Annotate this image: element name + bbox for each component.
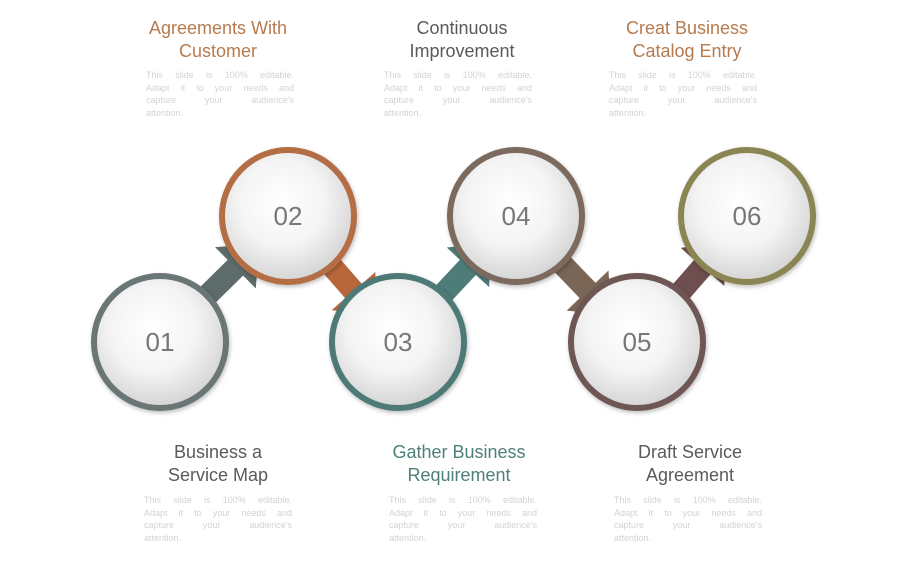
step-04-title: Continuous Improvement [372,17,552,63]
step-ring [329,273,467,411]
step-05-desc-line: attention. [614,532,652,543]
step-06-number: 06 [733,201,762,231]
step-06-desc-line: This slide is 100% editable. [609,70,757,80]
step-05-desc-line: capture your audience's [614,520,762,530]
step-04-desc-line: This slide is 100% editable. [384,70,532,80]
step-ring [219,147,357,285]
step-03-title: Gather Business Requirement [369,441,549,487]
step-02-description: This slide is 100% editable. Adapt it to… [146,69,294,119]
step-06-circle: 06 [678,147,816,285]
step-ring [568,273,706,411]
step-01-title-line1: Business a [173,442,263,462]
step-02-desc-line: capture your audience's [146,95,294,105]
step-02-desc-line: attention. [146,107,184,118]
step-06-title-line2: Catalog Entry [632,41,742,61]
step-03-desc-line: Adapt it to your needs and [389,507,537,518]
step-03-number: 03 [384,327,413,357]
step-ring [91,273,229,411]
step-04-desc-line: attention. [384,107,422,118]
step-04-title-line2: Improvement [409,41,515,61]
step-05-title-line1: Draft Service [637,442,743,462]
step-03-desc-line: capture your audience's [389,520,537,530]
step-02-desc-line: Adapt it to your needs and [146,82,294,93]
step-05-title-line2: Agreement [645,465,735,485]
step-02-title-line2: Customer [178,41,258,61]
step-04-title-line1: Continuous [416,18,508,38]
step-01-title: Business a Service Map [128,441,308,487]
step-04-description: This slide is 100% editable. Adapt it to… [384,69,532,119]
step-ring [447,147,585,285]
step-01-desc-line: attention. [144,532,182,543]
step-ring [678,147,816,285]
step-04-circle: 04 [447,147,585,285]
step-05-title: Draft Service Agreement [600,441,780,487]
step-02-title: Agreements With Customer [128,17,308,63]
step-02-number: 02 [274,201,303,231]
step-03-title-line1: Gather Business [392,442,526,462]
step-04-desc-line: capture your audience's [384,95,532,105]
step-02-desc-line: This slide is 100% editable. [146,70,294,80]
step-05-circle: 05 [568,273,706,411]
step-03-circle: 03 [329,273,467,411]
step-01-desc-line: This slide is 100% editable. [144,495,292,505]
step-04-desc-line: Adapt it to your needs and [384,82,532,93]
circle-layer: 01 02 03 04 05 06 [91,147,816,411]
step-02-circle: 02 [219,147,357,285]
step-05-number: 05 [623,327,652,357]
step-06-description: This slide is 100% editable. Adapt it to… [609,69,757,119]
step-05-desc-line: This slide is 100% editable. [614,495,762,505]
step-06-title: Creat Business Catalog Entry [597,17,777,63]
step-06-desc-line: attention. [609,107,647,118]
step-01-title-line2: Service Map [167,465,269,485]
step-01-description: This slide is 100% editable. Adapt it to… [144,494,292,544]
step-05-description: This slide is 100% editable. Adapt it to… [614,494,762,544]
step-03-title-line2: Requirement [407,465,511,485]
step-03-description: This slide is 100% editable. Adapt it to… [389,494,537,544]
step-03-desc-line: This slide is 100% editable. [389,495,537,505]
step-06-desc-line: capture your audience's [609,95,757,105]
step-01-desc-line: capture your audience's [144,520,292,530]
step-03-desc-line: attention. [389,532,427,543]
step-01-number: 01 [146,327,175,357]
step-01-circle: 01 [91,273,229,411]
step-05-desc-line: Adapt it to your needs and [614,507,762,518]
step-04-number: 04 [502,201,531,231]
step-06-title-line1: Creat Business [625,18,749,38]
step-06-desc-line: Adapt it to your needs and [609,82,757,93]
step-02-title-line1: Agreements With [148,18,288,38]
step-01-desc-line: Adapt it to your needs and [144,507,292,518]
